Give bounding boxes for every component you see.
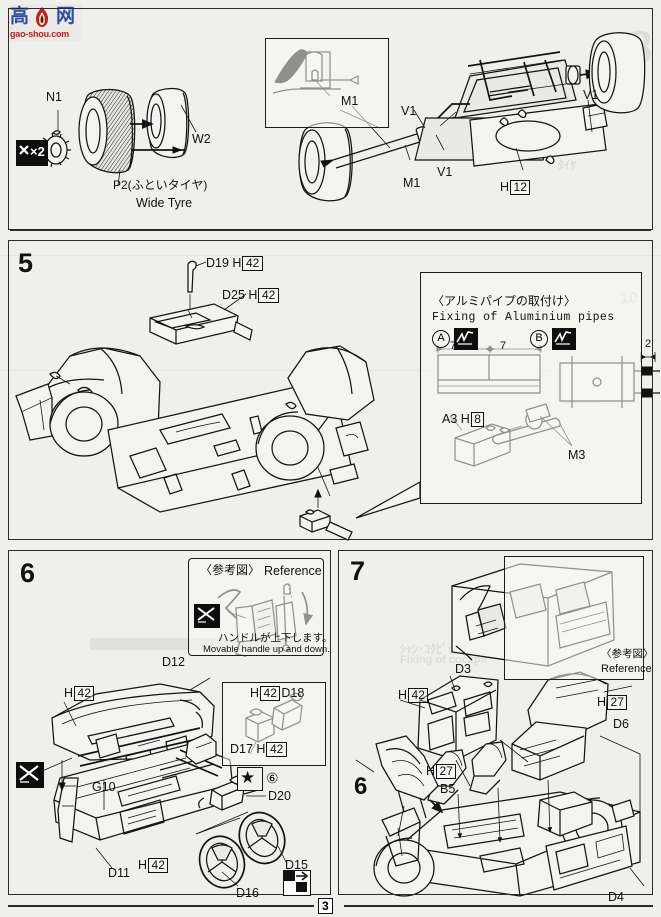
- step-number-6: 6: [20, 558, 36, 588]
- callout-h42-d18-suffix: D18: [281, 686, 305, 700]
- option-b-chip-art: [554, 331, 572, 345]
- label-step-ref-6: 6: [354, 773, 368, 800]
- decal-chip-art: [284, 871, 309, 892]
- option-a-chip-art: [456, 331, 474, 345]
- label-v1-c: V1: [583, 88, 599, 102]
- label-d3: D3: [455, 662, 471, 676]
- label-d15: D15: [285, 858, 308, 872]
- inset-title-jp: 〈アルミパイプの取付け〉: [432, 294, 576, 308]
- section-step7-frame: [338, 550, 653, 895]
- callout-h12-boxnum: 12: [510, 180, 531, 196]
- quantity-chip-label: ×2: [30, 144, 45, 159]
- callout-h42-d18-prefix: H: [250, 686, 260, 700]
- option-b-circle: B: [530, 330, 548, 348]
- quantity-chip-art: [19, 145, 29, 155]
- ref6-title-jp: 〈参考図〉: [200, 563, 261, 577]
- label-m1-axle: M1: [403, 176, 421, 190]
- label-d16: D16: [236, 886, 259, 900]
- label-g10: G10: [92, 780, 116, 794]
- callout-a3-prefix: A3 H: [442, 412, 470, 426]
- callout-d25-prefix: D25 H: [222, 288, 258, 302]
- callout-h42-wheels-prefix: H: [138, 858, 148, 872]
- step6-glue-chip-art: [19, 765, 39, 783]
- label-v1-b: V1: [437, 165, 453, 179]
- logo-cjk-1: 高: [10, 5, 30, 27]
- label-w2: W2: [192, 132, 211, 146]
- logo-cjk-2: 网: [56, 5, 76, 27]
- callout-h42-dash-boxnum: 42: [74, 686, 95, 702]
- inset-title-en: Fixing of Aluminium pipes: [432, 311, 615, 324]
- callout-h42-dash-prefix: H: [64, 686, 74, 700]
- callout-d17-boxnum: 42: [266, 742, 287, 758]
- callout-h27-b5-boxnum: 27: [436, 764, 457, 780]
- label-b5: B5: [440, 782, 456, 796]
- page-footer-rule-right: [344, 905, 653, 907]
- star-marker-glyph: ★: [240, 768, 256, 787]
- ref6-caption-jp: ハンドルが上下します。: [218, 632, 333, 644]
- label-m3: M3: [568, 448, 586, 462]
- label-d6: D6: [613, 717, 629, 731]
- label-n1: N1: [46, 90, 62, 104]
- option-a-circle: A: [432, 330, 450, 348]
- dim-label-2: 2: [645, 338, 652, 350]
- callout-h27-d6-boxnum: 27: [607, 695, 628, 711]
- section-step6-frame: [8, 550, 331, 895]
- callout-h42-wheels-boxnum: 42: [148, 858, 169, 874]
- label-d11: D11: [108, 866, 131, 880]
- step-number-7: 7: [350, 556, 366, 586]
- inset-aluminium-pipes: [420, 272, 642, 504]
- dim-label-7b: 7: [500, 340, 507, 352]
- callout-h42-step7-prefix: H: [398, 688, 408, 702]
- inset-d17-d18: [222, 682, 326, 766]
- label-p2-jp: P2(ふといタイヤ): [113, 178, 208, 192]
- ref7-title-jp: 〈参考図〉: [601, 648, 654, 660]
- ref7-title-en: Reference: [601, 663, 652, 675]
- ref6-caption-en: Movable handle up and down.: [203, 644, 330, 655]
- section-divider: [10, 229, 651, 231]
- callout-d17-prefix: D17 H: [230, 742, 266, 756]
- label-wide-tyre-en: Wide Tyre: [136, 196, 193, 210]
- star-marker-box: [237, 767, 263, 791]
- label-d20: D20: [268, 789, 291, 803]
- callout-h27-b5-prefix: H: [426, 764, 436, 778]
- callout-d25-boxnum: 42: [258, 288, 279, 304]
- ref6-glue-chip-art: [197, 607, 215, 623]
- callout-h27-d6-prefix: H: [597, 695, 607, 709]
- callout-d19-prefix: D19 H: [206, 256, 242, 270]
- site-watermark-logo: 高 网 gao-shou.com: [8, 4, 82, 41]
- callout-h12-prefix: H: [500, 180, 510, 194]
- label-m1-inset: M1: [341, 94, 359, 108]
- logo-url: gao-shou.com: [10, 29, 70, 39]
- step-number-5: 5: [18, 248, 34, 278]
- reference-box-7: [504, 556, 644, 680]
- callout-h42-d18-boxnum: 42: [260, 686, 281, 702]
- ref6-title-en: Reference: [264, 564, 322, 578]
- star-marker-step-ref: ⑥: [266, 770, 279, 786]
- label-d4: D4: [608, 890, 624, 904]
- callout-d19-boxnum: 42: [242, 256, 263, 272]
- callout-a3-boxnum: 8: [470, 412, 485, 428]
- label-v1-a: V1: [401, 104, 417, 118]
- flame-icon: [36, 7, 48, 27]
- inset-m1-detail: [265, 38, 389, 128]
- section-step5-frame: [8, 240, 653, 540]
- page-number: 3: [318, 898, 333, 915]
- label-d12: D12: [162, 655, 185, 669]
- page-footer-rule-left: [8, 905, 314, 907]
- callout-h42-step7-boxnum: 42: [408, 688, 429, 704]
- dim-label-7a: 7: [450, 340, 457, 352]
